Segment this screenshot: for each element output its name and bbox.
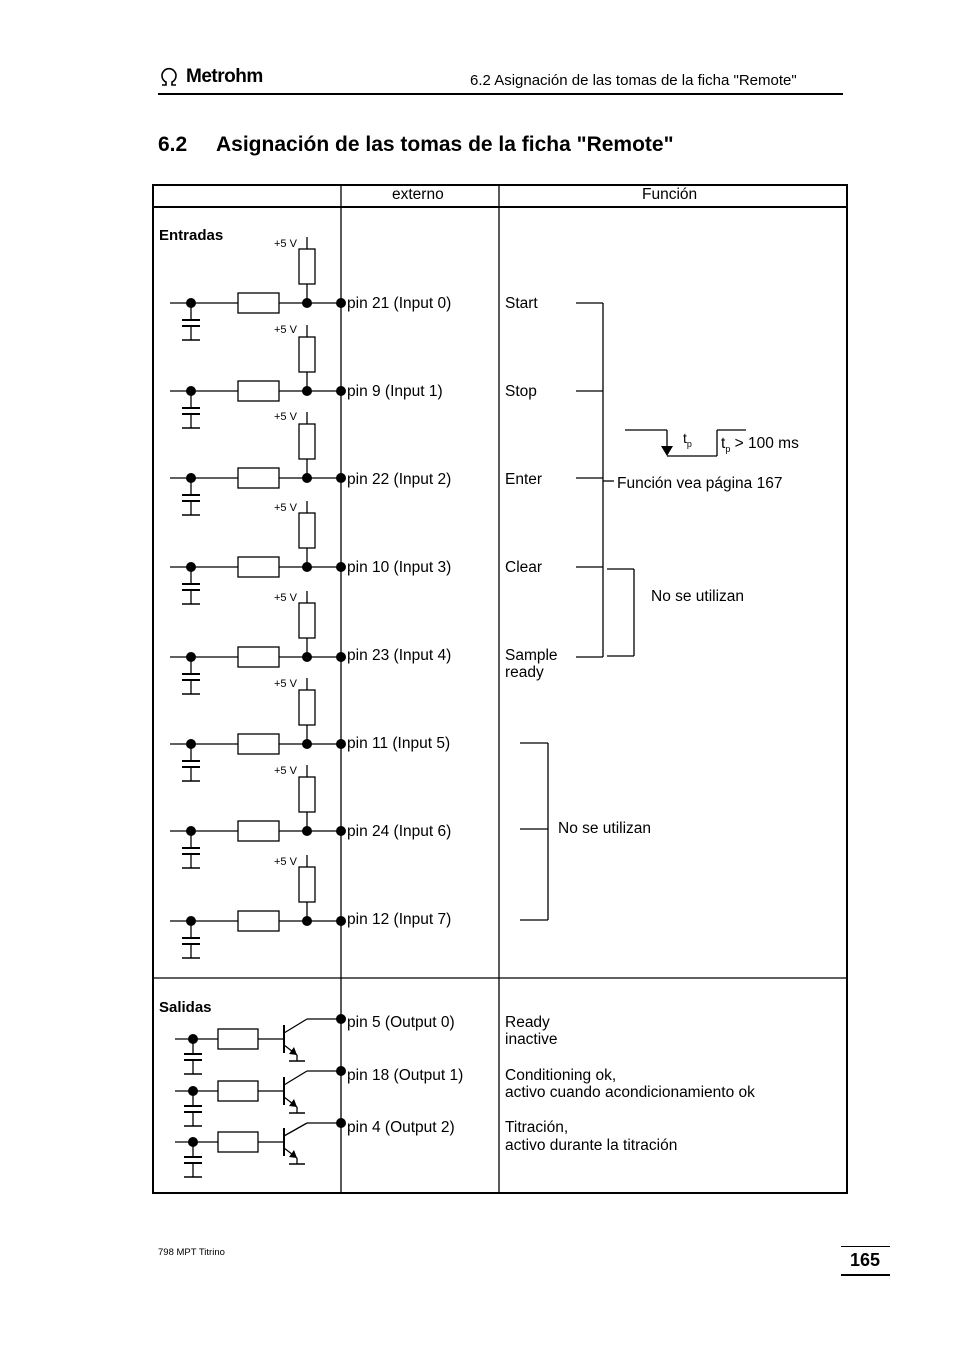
pin-terminal <box>336 652 346 662</box>
pin-terminal <box>336 473 346 483</box>
series-resistor <box>237 380 280 402</box>
function-clear: Clear <box>505 559 543 576</box>
output-function-detail: activo cuando acondicionamiento ok <box>505 1084 755 1101</box>
junction-dot <box>302 652 312 662</box>
outputs-label: Salidas <box>159 999 212 1016</box>
junction-dot <box>302 386 312 396</box>
series-resistor <box>237 820 280 842</box>
series-resistor <box>237 646 280 668</box>
series-resistor <box>237 556 280 578</box>
table-frame <box>152 184 848 1194</box>
pulse-tp-label: tp <box>683 430 692 449</box>
pulse-note: Función vea página 167 <box>617 475 783 492</box>
pulse-arrow-icon <box>661 446 673 456</box>
section-number: 6.2 <box>158 133 188 156</box>
page-number-rule <box>841 1246 890 1247</box>
transistor-collector <box>283 1070 308 1086</box>
brand-logo: Metrohm <box>158 66 263 88</box>
input-pin-label: pin 21 (Input 0) <box>347 295 452 312</box>
input-pin-label: pin 22 (Input 2) <box>347 471 452 488</box>
supply-label: +5 V <box>274 856 297 868</box>
inputs-label: Entradas <box>159 227 224 244</box>
function-start: Start <box>505 295 538 312</box>
function-sample: Sample <box>505 647 558 664</box>
supply-label: +5 V <box>274 411 297 423</box>
column-header-funcion: Función <box>642 186 698 203</box>
pullup-resistor <box>298 248 316 285</box>
brand-name: Metrohm <box>186 66 263 87</box>
series-resistor <box>237 910 280 932</box>
emitter-arrow-icon <box>289 1099 297 1107</box>
base-resistor <box>217 1028 259 1050</box>
junction-dot <box>302 739 312 749</box>
pin-terminal <box>336 562 346 572</box>
omega-icon <box>161 67 177 86</box>
pullup-resistor <box>298 336 316 373</box>
input-pin-label: pin 9 (Input 1) <box>347 383 443 400</box>
not-used-label: No se utilizan <box>651 588 745 605</box>
pin-terminal <box>336 1066 346 1076</box>
page-number: 165 <box>849 1250 881 1270</box>
supply-label: +5 V <box>274 592 297 604</box>
transistor-collector <box>283 1018 308 1034</box>
supply-label: +5 V <box>274 502 297 514</box>
junction-dot <box>302 473 312 483</box>
series-resistor <box>237 733 280 755</box>
series-resistor <box>237 292 280 314</box>
emitter-arrow-icon <box>289 1047 297 1055</box>
pin-terminal <box>336 916 346 926</box>
pullup-resistor <box>298 602 316 639</box>
pullup-resistor <box>298 866 316 903</box>
junction-dot <box>302 298 312 308</box>
output-function: Titración, <box>505 1119 569 1136</box>
supply-label: +5 V <box>274 678 297 690</box>
page-number-rule <box>841 1274 890 1276</box>
junction-dot <box>302 916 312 926</box>
function-enter: Enter <box>505 471 543 488</box>
output-function: Ready <box>505 1014 550 1031</box>
input-pin-label: pin 11 (Input 5) <box>347 735 451 752</box>
pin-terminal <box>336 739 346 749</box>
running-header: 6.2 Asignación de las tomas de la ficha … <box>470 72 797 89</box>
pullup-resistor <box>298 423 316 460</box>
junction-dot <box>302 826 312 836</box>
section-title-text: Asignación de las tomas de la ficha "Rem… <box>216 133 674 156</box>
footer-model: 798 MPT Titrino <box>158 1247 225 1258</box>
supply-label: +5 V <box>274 324 297 336</box>
not-used-label: No se utilizan <box>558 820 652 837</box>
header-rule <box>158 93 843 95</box>
pullup-resistor <box>298 512 316 549</box>
output-pin-label: pin 5 (Output 0) <box>347 1014 455 1031</box>
pin-terminal <box>336 386 346 396</box>
pin-terminal <box>336 1118 346 1128</box>
junction-dot <box>302 562 312 572</box>
output-pin-label: pin 18 (Output 1) <box>347 1067 464 1084</box>
pulse-condition: tp > 100 ms <box>721 435 799 455</box>
pullup-resistor <box>298 776 316 813</box>
output-pin-label: pin 4 (Output 2) <box>347 1119 455 1136</box>
output-function-detail: inactive <box>505 1031 558 1048</box>
base-resistor <box>217 1080 259 1102</box>
emitter-arrow-icon <box>289 1150 297 1158</box>
transistor-collector <box>283 1122 308 1137</box>
page-title: 6.2 Asignación de las tomas de la ficha "… <box>158 133 674 157</box>
supply-label: +5 V <box>274 238 297 250</box>
input-pin-label: pin 23 (Input 4) <box>347 647 452 664</box>
pin-terminal <box>336 826 346 836</box>
column-header-externo: externo <box>392 186 444 203</box>
output-function-detail: activo durante la titración <box>505 1137 678 1154</box>
input-pin-label: pin 12 (Input 7) <box>347 911 452 928</box>
pullup-resistor <box>298 689 316 726</box>
supply-label: +5 V <box>274 765 297 777</box>
output-function: Conditioning ok, <box>505 1067 617 1084</box>
pin-terminal <box>336 298 346 308</box>
function-stop: Stop <box>505 383 537 400</box>
pin-terminal <box>336 1014 346 1024</box>
function-ready: ready <box>505 664 544 681</box>
base-resistor <box>217 1131 259 1153</box>
input-pin-label: pin 24 (Input 6) <box>347 823 452 840</box>
input-pin-label: pin 10 (Input 3) <box>347 559 452 576</box>
series-resistor <box>237 467 280 489</box>
